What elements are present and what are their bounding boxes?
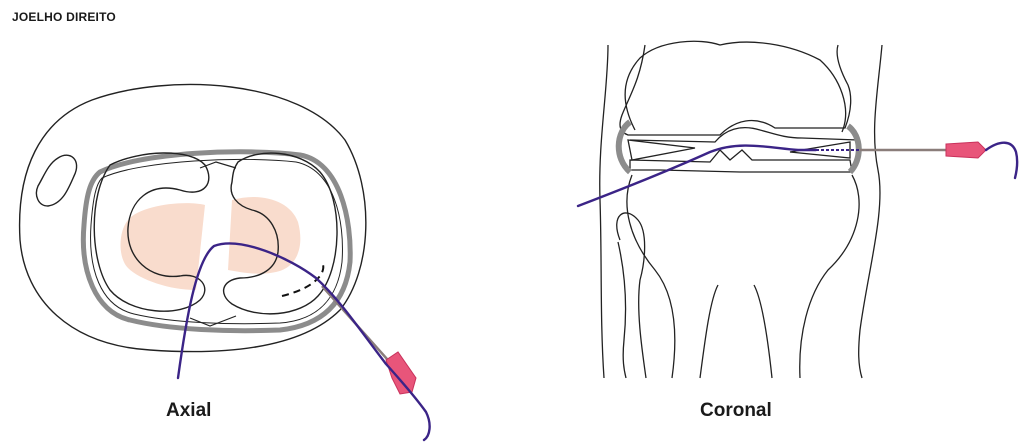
coronal-capsule-left [619, 122, 630, 172]
axial-knee-illustration [0, 0, 470, 445]
coronal-needle-hub [946, 142, 986, 158]
coronal-meniscus-left [628, 140, 695, 160]
coronal-tibia-outline [627, 175, 859, 378]
axial-view-panel [0, 0, 470, 445]
axial-fat-pad [36, 155, 76, 206]
axial-needle-hub [386, 352, 416, 394]
coronal-knee-illustration [560, 0, 1019, 445]
coronal-fibula [617, 213, 646, 378]
coronal-skin-left [600, 45, 608, 378]
coronal-tibia-inner [700, 285, 772, 378]
coronal-view-panel [560, 0, 1019, 445]
axial-notch-bottom [190, 316, 236, 326]
axial-view-caption: Axial [166, 400, 211, 422]
axial-cartilage-medial [121, 203, 206, 290]
axial-guidewire [178, 244, 430, 440]
coronal-skin-right [859, 45, 882, 378]
coronal-femoral-dome [625, 41, 845, 132]
coronal-view-caption: Coronal [700, 400, 772, 422]
